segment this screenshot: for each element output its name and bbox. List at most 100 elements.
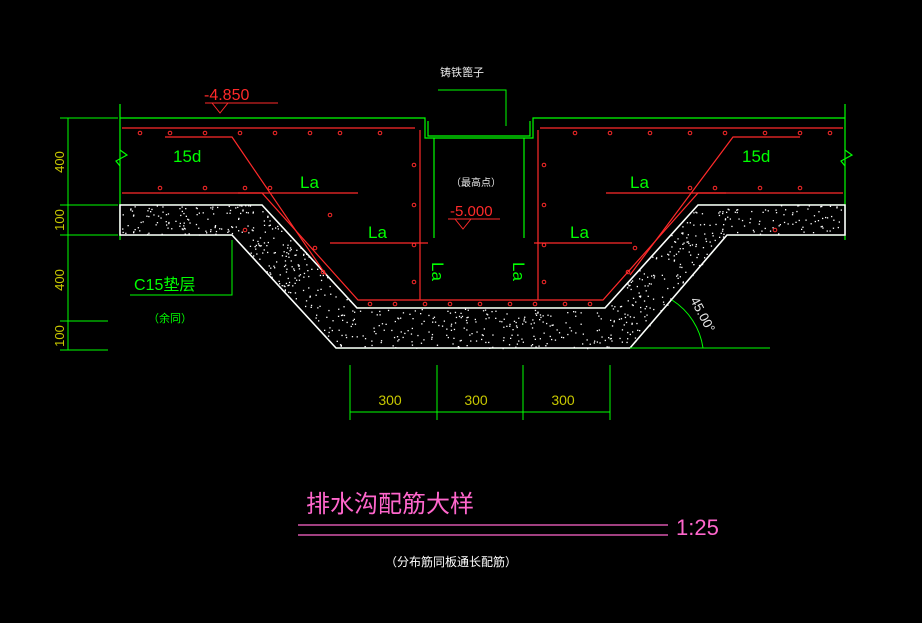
speckle [310, 306, 312, 308]
speckle [641, 279, 643, 281]
speckle [286, 268, 288, 270]
speckle [465, 319, 468, 322]
speckle [640, 295, 642, 297]
speckle [637, 329, 639, 331]
speckle [350, 300, 352, 302]
speckle [270, 273, 272, 275]
speckle [458, 315, 461, 318]
speckle [696, 256, 698, 259]
rebar-dot [532, 301, 538, 307]
speckle [610, 337, 612, 340]
speckle [148, 232, 150, 234]
speckle [434, 321, 437, 323]
speckle [734, 211, 736, 213]
speckle [651, 275, 653, 277]
speckle [284, 289, 286, 291]
rebar-dot [541, 279, 547, 285]
speckle [183, 227, 185, 229]
speckle [533, 335, 535, 337]
speckle [531, 327, 534, 329]
speckle [653, 275, 656, 277]
speckle [624, 313, 626, 315]
speckle [632, 297, 635, 299]
horizontal-dim-labels: 300 300 300 [378, 392, 575, 408]
speckle [329, 327, 331, 329]
speckle [320, 279, 323, 282]
speckle [818, 211, 820, 213]
speckle [202, 212, 204, 214]
speckle [331, 329, 333, 332]
speckle [411, 344, 414, 346]
speckle [380, 341, 382, 344]
speckle [628, 285, 630, 287]
speckle [352, 310, 354, 312]
speckle [394, 320, 396, 323]
speckle [371, 344, 373, 347]
speckle [492, 334, 494, 336]
speckle [475, 321, 477, 323]
speckle [772, 220, 774, 222]
speckle [303, 253, 305, 255]
speckle [705, 240, 708, 243]
speckle [693, 264, 695, 266]
speckle [724, 219, 727, 221]
speckle [562, 337, 565, 339]
speckle [346, 321, 348, 324]
speckle [516, 343, 518, 345]
speckle [485, 318, 487, 320]
speckle [274, 252, 276, 254]
speckle [345, 336, 348, 339]
speckle [718, 214, 721, 217]
speckle [342, 314, 344, 316]
speckle [485, 341, 487, 344]
speckle [812, 232, 815, 234]
speckle [421, 309, 423, 311]
speckle [692, 274, 694, 277]
speckle [661, 274, 663, 276]
speckle [482, 334, 484, 337]
speckle [289, 250, 291, 252]
speckle [453, 328, 456, 331]
speckle [351, 336, 354, 338]
speckle [339, 344, 342, 346]
speckle [238, 218, 240, 220]
speckle [148, 215, 150, 218]
speckle [676, 275, 678, 277]
speckle [455, 316, 458, 319]
speckle [731, 225, 733, 228]
speckle [183, 212, 185, 215]
speckle [663, 303, 665, 306]
speckle [801, 228, 803, 230]
speckle [310, 304, 313, 307]
elevation-bottom-triangle [454, 218, 472, 230]
speckle [250, 252, 252, 254]
speckle [635, 340, 637, 343]
speckle [414, 310, 416, 312]
lap-label-lower-left: La [368, 223, 387, 242]
speckle [229, 212, 231, 214]
speckle [298, 279, 301, 281]
speckle [737, 209, 739, 211]
speckle [486, 313, 488, 315]
speckle [749, 218, 752, 220]
speckle [689, 244, 691, 247]
speckle [513, 320, 516, 322]
speckle [621, 341, 623, 343]
speckle [598, 329, 600, 331]
horizontal-dimensions [349, 365, 611, 420]
speckle [653, 308, 655, 311]
speckle [644, 316, 646, 318]
speckle [618, 318, 621, 320]
speckle [822, 217, 824, 220]
speckle [612, 308, 615, 310]
lap-label-upper-left: La [300, 173, 319, 192]
speckle [617, 310, 619, 312]
speckle [693, 224, 695, 226]
speckle [546, 343, 548, 345]
speckle [263, 249, 265, 251]
drawing-scale: 1:25 [676, 515, 719, 540]
speckle [285, 255, 287, 257]
speckle [379, 310, 381, 313]
speckle [239, 205, 241, 207]
speckle [294, 254, 296, 256]
